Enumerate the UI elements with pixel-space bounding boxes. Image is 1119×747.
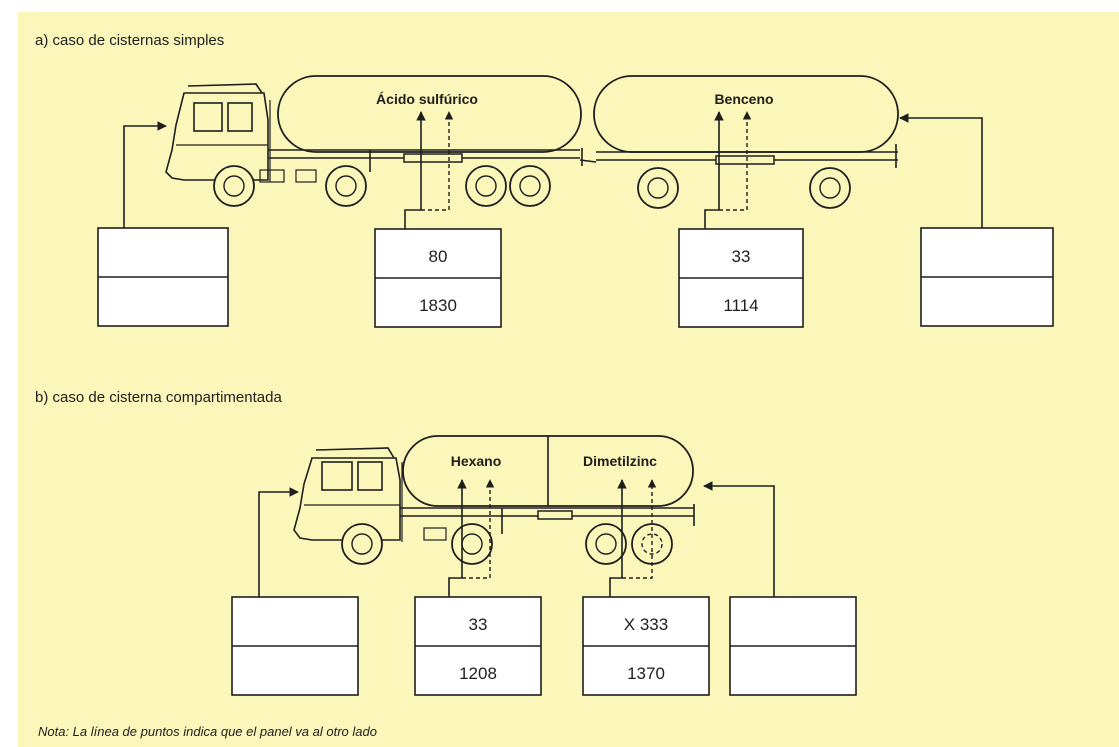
placard-tank-2: 33 1114	[678, 111, 804, 328]
tank-1-hazard-number: 80	[429, 247, 448, 266]
rear-panel-b	[703, 481, 857, 696]
tank-2-un-number: 1114	[723, 296, 758, 315]
compartment-1-hazard-number: 33	[469, 615, 488, 634]
compartment-2-hazard-number: X 333	[624, 615, 668, 634]
truck-cab-a	[165, 83, 317, 183]
truck-cab-b	[293, 447, 447, 542]
compartment-2-un-number: 1370	[627, 664, 665, 683]
compartment-2-name: Dimetilzinc	[583, 453, 657, 469]
placard-tank-1: 80 1830	[374, 111, 502, 328]
section-b-title: b) caso de cisterna compartimentada	[35, 389, 282, 406]
front-panel-a	[97, 121, 229, 327]
tank-acido-sulfurico	[277, 75, 582, 153]
footnote: Nota: La línea de puntos indica que el p…	[38, 724, 377, 739]
placard-compartment-2: X 333 1370	[582, 479, 710, 696]
wheels-a	[213, 165, 851, 209]
placard-compartment-1: 33 1208	[414, 479, 542, 696]
tank-benceno	[593, 75, 899, 153]
tank-1-name: Ácido sulfúrico	[376, 91, 478, 107]
tank-2-name: Benceno	[714, 91, 773, 107]
tank-2-hazard-number: 33	[732, 247, 751, 266]
section-b-vehicle: Hexano Dimetilzinc	[293, 435, 695, 565]
section-a-vehicle: Ácido sulfúrico Benceno	[165, 75, 899, 209]
rear-panel-a	[899, 113, 1054, 327]
front-panel-b	[231, 487, 359, 696]
section-a-title: a) caso de cisternas simples	[35, 32, 225, 49]
compartment-1-name: Hexano	[451, 453, 502, 469]
compartment-1-un-number: 1208	[459, 664, 497, 683]
tank-1-un-number: 1830	[419, 296, 457, 315]
